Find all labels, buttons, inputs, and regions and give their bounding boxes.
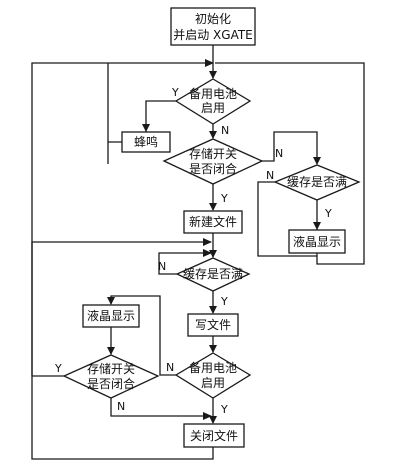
node-new-file: 新建文件 bbox=[183, 210, 243, 234]
d4-no-label: N bbox=[158, 260, 166, 273]
decision-buffer-full-1: 缓存是否满 bbox=[273, 164, 361, 201]
node-lcd-display-1: 液晶显示 bbox=[288, 229, 346, 254]
arrow-d4-loop bbox=[203, 249, 212, 257]
node-close-file-label: 关闭文件 bbox=[190, 428, 238, 443]
node-new-file-label: 新建文件 bbox=[189, 214, 237, 229]
d3-no-label: N bbox=[266, 169, 274, 182]
node-write-file-label: 写文件 bbox=[195, 317, 231, 332]
decision-backup-battery-2: 备用电池 启用 bbox=[174, 352, 252, 399]
arrow-to-d3 bbox=[313, 157, 321, 165]
decision-storage-switch-2: 存储开关 是否闭合 bbox=[62, 354, 160, 399]
decision-backup-battery-1-line2: 启用 bbox=[201, 101, 225, 115]
decision-backup-battery-1: 备用电池 启用 bbox=[174, 78, 252, 125]
decision-storage-switch-1-line2: 是否闭合 bbox=[189, 161, 237, 176]
node-init: 初始化 并启动 XGATE bbox=[170, 7, 256, 46]
d5-no-label: N bbox=[117, 400, 125, 413]
arrow-to-new-file bbox=[209, 203, 217, 211]
arrow-to-d5 bbox=[107, 347, 115, 355]
decision-buffer-full-1-label: 缓存是否满 bbox=[287, 175, 347, 189]
node-lcd-display-2-label: 液晶显示 bbox=[87, 308, 135, 323]
node-close-file: 关闭文件 bbox=[183, 423, 245, 448]
decision-backup-battery-1-line1: 备用电池 bbox=[189, 87, 237, 101]
arrow-d5-loop bbox=[203, 238, 212, 246]
d2-yes-label: Y bbox=[220, 192, 228, 205]
node-init-line1: 初始化 bbox=[195, 12, 231, 26]
arrow-to-write-file bbox=[209, 306, 217, 314]
decision-storage-switch-2-line2: 是否闭合 bbox=[87, 376, 135, 391]
decision-buffer-full-2-label: 缓存是否满 bbox=[183, 267, 243, 281]
arrow-to-d4 bbox=[209, 250, 217, 258]
arrow-to-close-file bbox=[209, 416, 217, 424]
arrow-to-buzzer bbox=[142, 124, 150, 132]
d3-yes-label: Y bbox=[324, 207, 332, 220]
decision-storage-switch-2-line1: 存储开关 bbox=[87, 361, 135, 376]
branch-labels: Y N N Y N Y N Y N Y Y N bbox=[54, 86, 332, 416]
node-init-line2: 并启动 XGATE bbox=[173, 28, 253, 42]
arrow-to-d2 bbox=[209, 131, 217, 139]
arrow-to-d6 bbox=[209, 345, 217, 353]
d2-no-label: N bbox=[275, 147, 283, 160]
node-buzzer-label: 蜂鸣 bbox=[134, 134, 158, 149]
decision-backup-battery-2-line2: 启用 bbox=[201, 376, 225, 390]
arrow-top-entry bbox=[205, 59, 214, 67]
decision-buffer-full-2: 缓存是否满 bbox=[175, 257, 251, 292]
arrowheads bbox=[107, 59, 321, 424]
decision-backup-battery-2-line1: 备用电池 bbox=[189, 361, 237, 375]
d6-yes-label: Y bbox=[220, 403, 228, 416]
node-buzzer: 蜂鸣 bbox=[121, 131, 171, 153]
arrow-to-d1 bbox=[209, 71, 217, 79]
d1-no-label: N bbox=[221, 124, 229, 137]
decision-storage-switch-1: 存储开关 是否闭合 bbox=[162, 138, 264, 185]
decision-storage-switch-1-line1: 存储开关 bbox=[189, 146, 237, 161]
arrow-to-lcd1 bbox=[313, 222, 321, 230]
node-write-file: 写文件 bbox=[187, 313, 239, 337]
arrow-d5-n-merge bbox=[203, 412, 212, 420]
d5-yes-label: Y bbox=[54, 362, 62, 375]
d1-yes-label: Y bbox=[171, 86, 179, 99]
arrow-to-lcd2 bbox=[107, 297, 115, 305]
d4-yes-label: Y bbox=[220, 295, 228, 308]
node-lcd-display-2: 液晶显示 bbox=[82, 304, 140, 328]
d6-no-label: N bbox=[166, 361, 174, 374]
node-lcd-display-1-label: 液晶显示 bbox=[293, 234, 341, 249]
